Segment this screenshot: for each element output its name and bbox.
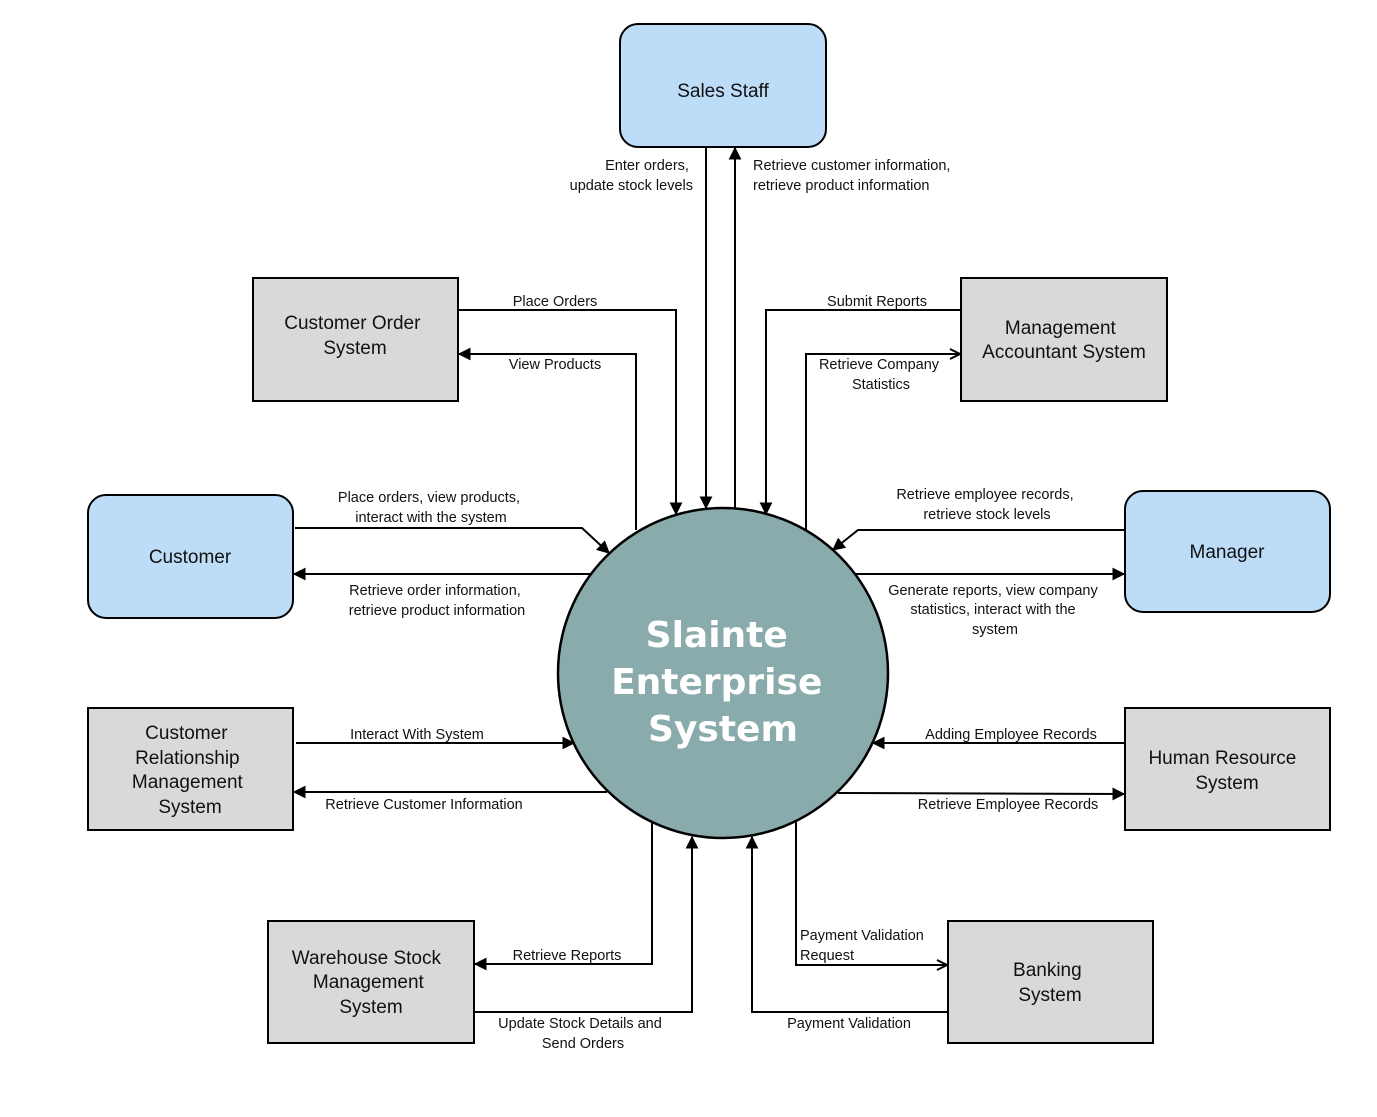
flow-label-place-orders: Place Orders <box>513 294 598 310</box>
flow-label-warehouse-out: Retrieve Reports <box>513 948 622 964</box>
flow-label-retrieve-customer-product: Retrieve customer information, retrieve … <box>753 158 954 194</box>
entity-management-accountant-system-label: Management Accountant System <box>982 318 1146 363</box>
flow-label-customer-out: Retrieve order information, retrieve pro… <box>349 583 526 619</box>
entity-sales-staff-box <box>619 23 827 148</box>
flow-warehouse-out <box>473 822 653 971</box>
flow-label-customer-in: Place orders, view products, interact wi… <box>338 490 524 526</box>
entity-crm-system-label: Customer Relationship Management System <box>132 723 248 818</box>
flow-label-crm-out: Retrieve Customer Information <box>325 797 522 813</box>
flow-lines <box>292 146 1126 1013</box>
flow-label-enter-orders: Enter orders, update stock levels <box>570 158 693 194</box>
flow-retrieve-company-stats <box>805 354 960 530</box>
entity-manager[interactable]: Manager <box>1124 490 1331 613</box>
core-process-title: Slainte Enterprise System <box>611 615 835 750</box>
entity-human-resource-system-box <box>1124 707 1331 831</box>
entity-warehouse-stock-system[interactable]: Warehouse Stock Management System <box>267 920 475 1044</box>
entity-customer-order-system-label: Customer Order System <box>284 313 425 359</box>
flow-label-crm-in: Interact With System <box>350 727 484 743</box>
flow-label-retrieve-company-stats: Retrieve Company Statistics <box>819 357 943 393</box>
entity-sales-staff[interactable]: Sales Staff <box>619 23 827 148</box>
entity-human-resource-system-label: Human Resource System <box>1148 748 1301 794</box>
entity-customer-order-system[interactable]: Customer Order System <box>252 277 459 402</box>
entity-crm-system-box <box>87 707 294 831</box>
entity-sales-staff-label: Sales Staff <box>677 81 769 102</box>
entity-banking-system-label: Banking System <box>1013 960 1087 1006</box>
flow-label-manager-in: Retrieve employee records, retrieve stoc… <box>896 487 1077 523</box>
entity-warehouse-stock-system-box <box>267 920 475 1044</box>
flow-submit-reports <box>759 309 960 516</box>
flow-banking-out <box>795 820 947 965</box>
flow-label-banking-in: Payment Validation <box>787 1016 911 1032</box>
entity-banking-system[interactable]: Banking System <box>947 920 1154 1044</box>
core-process-circle <box>556 506 890 840</box>
entity-warehouse-stock-system-label: Warehouse Stock Management System <box>292 948 447 1018</box>
flow-label-manager-out: Generate reports, view company statistic… <box>888 583 1102 638</box>
flow-label-submit-reports: Submit Reports <box>827 294 927 310</box>
entity-customer-label: Customer <box>149 547 232 568</box>
core-process[interactable]: Slainte Enterprise System <box>556 506 890 840</box>
entity-management-accountant-system-box <box>960 277 1168 402</box>
entity-manager-label: Manager <box>1190 542 1266 563</box>
entity-human-resource-system[interactable]: Human Resource System <box>1124 707 1331 831</box>
flow-hr-out <box>837 787 1126 801</box>
entity-management-accountant-system[interactable]: Management Accountant System <box>960 277 1168 402</box>
flow-label-view-products: View Products <box>509 357 601 373</box>
flow-place-orders <box>459 309 683 516</box>
flow-manager-in <box>831 529 1124 551</box>
flow-labels: Enter orders, update stock levels Retrie… <box>325 158 1102 1052</box>
entity-crm-system[interactable]: Customer Relationship Management System <box>87 707 294 831</box>
flow-label-hr-in: Adding Employee Records <box>925 727 1097 743</box>
flow-label-warehouse-in: Update Stock Details and Send Orders <box>498 1016 666 1052</box>
entity-customer[interactable]: Customer <box>87 494 294 619</box>
flow-label-hr-out: Retrieve Employee Records <box>918 797 1099 813</box>
flow-view-products <box>457 347 637 530</box>
flow-warehouse-in <box>475 835 699 1013</box>
flow-customer-in <box>295 527 610 554</box>
entity-manager-box <box>1124 490 1331 613</box>
flow-banking-in <box>745 835 947 1013</box>
entity-banking-system-box <box>947 920 1154 1044</box>
entity-customer-box <box>87 494 294 619</box>
flow-label-banking-out: Payment Validation Request <box>800 928 928 964</box>
entity-customer-order-system-box <box>252 277 459 402</box>
